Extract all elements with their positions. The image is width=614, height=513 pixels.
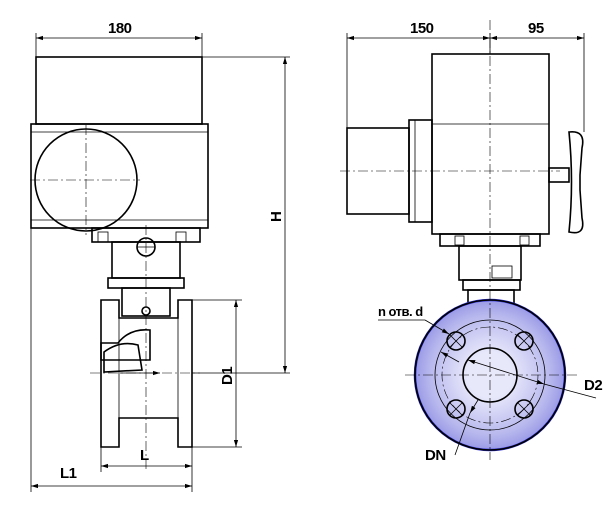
front-view: 180 H D1 L L1 [30,20,290,492]
label-D2: D2 [584,377,602,394]
dim-180: 180 [108,20,132,37]
label-holes: n отв. d [378,304,423,319]
label-DN: DN [425,447,446,464]
dim-H: H [268,212,285,222]
side-view: 150 95 n отв. d D2 DN [340,20,603,464]
dim-D1: D1 [219,367,236,385]
dim-95: 95 [528,20,544,37]
dim-L1: L1 [60,465,77,482]
dim-L: L [140,447,149,464]
actuator-gearbox [30,123,209,229]
bolt-holes [446,331,534,419]
actuator-housing [35,56,203,125]
actuator-housing-side [431,53,550,235]
handwheel [568,131,584,234]
dim-150: 150 [410,20,434,37]
